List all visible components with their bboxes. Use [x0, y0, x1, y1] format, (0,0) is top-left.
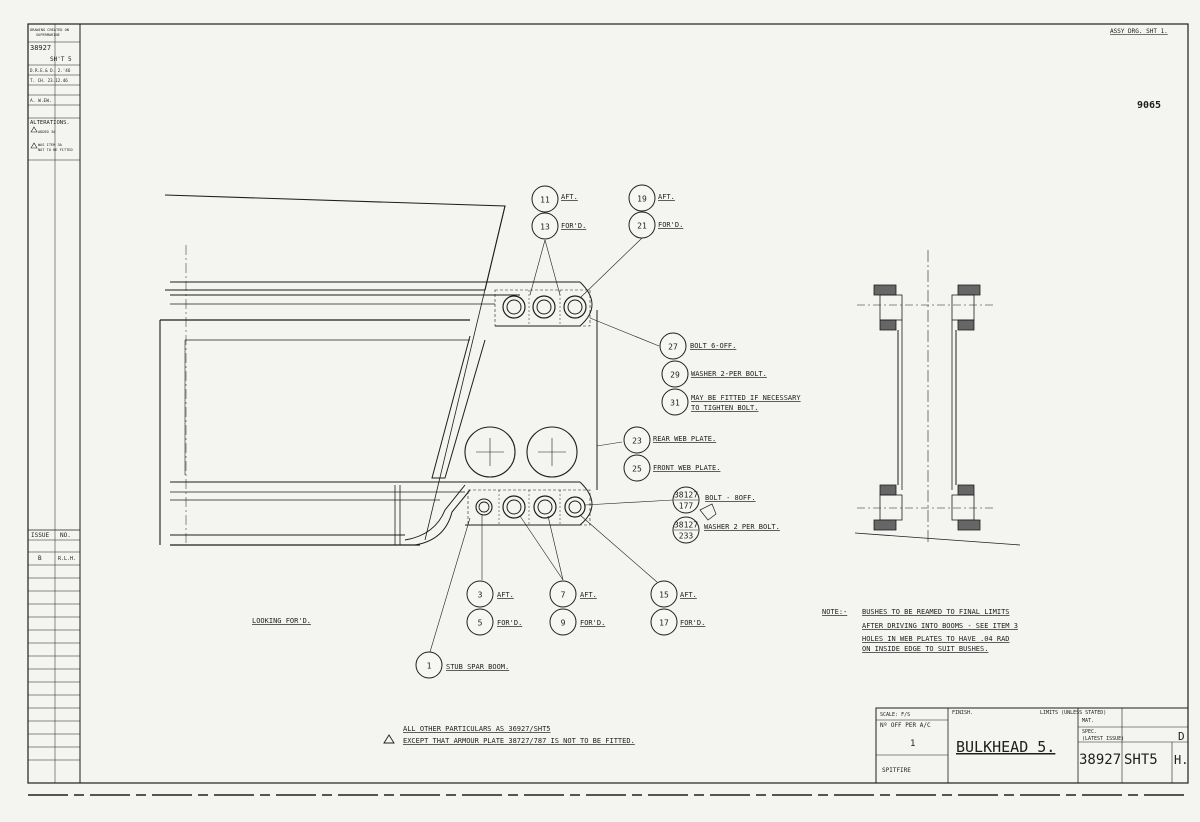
callout-label: WASHER 2-PER BOLT.: [691, 370, 767, 378]
alteration-triangle-icon: [30, 142, 38, 149]
sheet-border: [27, 23, 1189, 784]
section-view: [854, 250, 1021, 546]
callout-num: 23: [632, 437, 642, 446]
callout-label: REAR WEB PLATE.: [653, 435, 716, 443]
callout-num: 27: [668, 343, 678, 352]
callout-label: AFT.: [658, 193, 675, 201]
callout-num: 5: [478, 619, 483, 628]
particulars-line: ALL OTHER PARTICULARS AS 36927/SHT5: [403, 725, 551, 733]
spar-main-view: [159, 194, 598, 546]
callout-label: WASHER 2 PER BOLT.: [704, 523, 780, 531]
strip-alteration-1: ADDED 3A: [38, 130, 56, 134]
strip-sheet: SH'T 5: [50, 56, 72, 63]
callout-label: TO TIGHTEN BOLT.: [691, 404, 758, 412]
strip-header: DRAWING CREATED ON: [30, 28, 69, 32]
strip-date-1: D.R.E.& D. 2.'46: [30, 68, 71, 73]
callout-num: 9: [561, 619, 566, 628]
strip-name: A. W.EW.: [30, 98, 52, 104]
leader-lines: [429, 237, 674, 653]
tb-qty: 1: [910, 739, 915, 749]
strip-no-label: NO.: [60, 532, 71, 539]
callout-num: 31: [670, 399, 680, 408]
tb-issue: D: [1178, 730, 1185, 743]
strip-issue-initials: R.L.H.: [58, 556, 76, 562]
strip-ref: 38927: [30, 44, 51, 52]
note-line: BUSHES TO BE REAMED TO FINAL LIMITS: [862, 608, 1010, 616]
callout-label: FOR'D.: [580, 619, 605, 627]
number-stamp: 9065: [1137, 100, 1161, 111]
callout-label: STUB SPAR BOOM.: [446, 663, 509, 671]
tb-latest-issue: (LATEST ISSUE): [1082, 736, 1124, 742]
callout-sub: 233: [679, 532, 694, 541]
note-line: ON INSIDE EDGE TO SUIT BUSHES.: [862, 645, 988, 653]
tb-rev: H.: [1174, 753, 1188, 767]
callout-num: 3: [478, 591, 483, 600]
callout-label: AFT.: [561, 193, 578, 201]
callout-num: 11: [540, 196, 550, 205]
callout-num: 19: [637, 195, 647, 204]
alteration-triangle-icon: [30, 126, 38, 133]
callout-num: 21: [637, 222, 647, 231]
tb-project: SPITFIRE: [882, 767, 911, 774]
callout-label: FRONT WEB PLATE.: [653, 464, 720, 472]
callout-label: BOLT - 8OFF.: [705, 494, 756, 502]
callout-num: 38127: [674, 491, 698, 500]
callout-label: BOLT 6-OFF.: [690, 342, 736, 350]
strip-issue-letter: B: [38, 555, 42, 562]
strip-alteration-3: NOT TO BE FITTED: [38, 148, 73, 152]
title-block: [875, 707, 1189, 784]
callout-label: AFT.: [680, 591, 697, 599]
tb-limits: LIMITS (UNLESS STATED): [1040, 710, 1106, 716]
tb-title: BULKHEAD 5.: [956, 738, 1055, 756]
strip-header-sub: SUPERMARINE: [36, 33, 60, 37]
callout-label: FOR'D.: [561, 222, 586, 230]
view-label: LOOKING FOR'D.: [252, 617, 311, 625]
callout-num: 17: [659, 619, 669, 628]
alteration-triangle-icon: [383, 734, 395, 744]
callout-num: 25: [632, 465, 642, 474]
strip-issue-label: ISSUE: [31, 532, 49, 539]
left-strip-rows: [28, 41, 80, 761]
note-line: HOLES IN WEB PLATES TO HAVE .04 RAD: [862, 635, 1010, 643]
particulars-line: EXCEPT THAT ARMOUR PLATE 38727/787 IS NO…: [403, 737, 635, 745]
tb-no-off: Nº OFF PER A/C: [880, 722, 931, 729]
callout-num: 1: [427, 662, 432, 671]
callout-num: 29: [670, 371, 680, 380]
tb-finish: FINISH.: [952, 710, 973, 716]
tb-spec: SPEC.: [1082, 729, 1097, 735]
callout-bubbles: [415, 184, 700, 679]
callout-label: MAY BE FITTED IF NECESSARY: [691, 394, 801, 402]
callout-sub: 177: [679, 502, 694, 511]
callout-num: 7: [561, 591, 566, 600]
callout-label: FOR'D.: [497, 619, 522, 627]
note-line: AFTER DRIVING INTO BOOMS - SEE ITEM 3: [862, 622, 1018, 630]
strip-date-2: T. CH. 23.12.46: [30, 78, 68, 83]
assy-ref: ASSY DRG. SHT 1.: [1110, 28, 1168, 35]
tb-mat: MAT.: [1082, 718, 1094, 724]
note-heading: NOTE:-: [822, 608, 847, 616]
tb-sheet: SHT5: [1124, 752, 1158, 768]
callout-label: FOR'D.: [680, 619, 705, 627]
callout-label: AFT.: [497, 591, 514, 599]
hand-pointer-icon: [699, 503, 717, 521]
callout-label: FOR'D.: [658, 221, 683, 229]
tb-number: 38927: [1079, 752, 1121, 768]
callout-num: 15: [659, 591, 669, 600]
tb-scale: SCALE: F/S: [880, 712, 910, 718]
strip-alterations: ALTERATIONS.: [30, 120, 70, 126]
callout-num: 38127: [674, 521, 698, 530]
callout-num: 13: [540, 223, 550, 232]
callout-label: AFT.: [580, 591, 597, 599]
strip-alteration-2: WAS ITEM 3A: [38, 143, 63, 147]
